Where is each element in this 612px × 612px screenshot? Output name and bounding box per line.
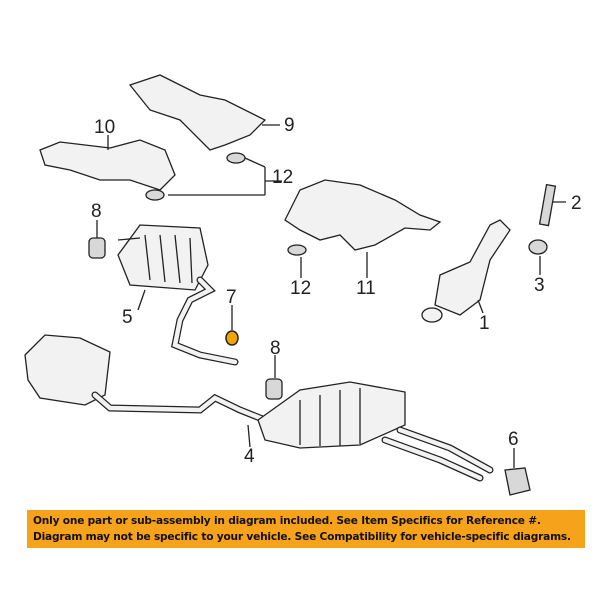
callout-1: 1: [479, 313, 490, 334]
callout-9: 9: [284, 115, 295, 136]
callout-6: 6: [508, 429, 519, 450]
notice-line-2: Diagram may not be specific to your vehi…: [33, 531, 571, 543]
part-7-gasket: [225, 330, 239, 346]
callout-2: 2: [571, 193, 582, 214]
part-12-clip: [287, 244, 307, 256]
callout-4: 4: [244, 446, 255, 467]
part-1-catalytic-converter: [434, 219, 511, 316]
part-9-heat-shield: [128, 74, 267, 151]
callout-7: 7: [226, 287, 237, 308]
front-muffler: [24, 334, 111, 406]
callout-8: 8: [270, 338, 281, 359]
callout-11: 11: [356, 278, 376, 299]
callout-5: 5: [122, 307, 133, 328]
part-6-clamp: [504, 467, 531, 496]
part-12-clip: [145, 189, 165, 201]
notice-line-1: Only one part or sub-assembly in diagram…: [33, 515, 541, 527]
callout-12: 12: [272, 167, 293, 188]
part-12-clip: [226, 152, 246, 164]
part-2-stud: [538, 183, 557, 227]
callout-12: 12: [290, 278, 311, 299]
notice-banner: Only one part or sub-assembly in diagram…: [27, 510, 585, 548]
rear-muffler: [257, 381, 406, 449]
part-3-nut: [528, 239, 548, 255]
part-11-heat-shield: [284, 179, 442, 251]
part-10-heat-shield: [39, 139, 176, 191]
part-8-hanger: [88, 237, 106, 259]
callout-10: 10: [94, 117, 115, 138]
callout-8: 8: [91, 201, 102, 222]
part-8-hanger: [265, 378, 283, 400]
callout-3: 3: [534, 275, 545, 296]
